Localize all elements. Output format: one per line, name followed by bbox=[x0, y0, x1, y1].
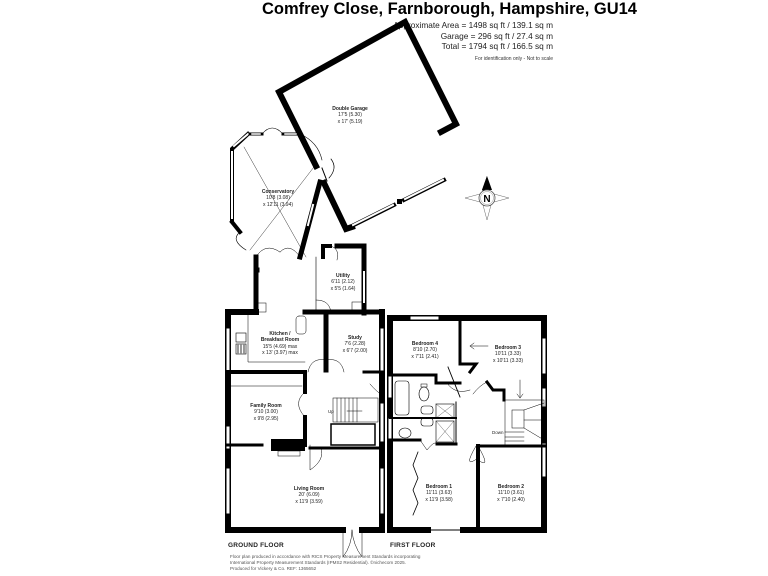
room-family-room: Family Room 9'10 (3.00) x 9'8 (2.95) bbox=[250, 403, 282, 422]
svg-text:N: N bbox=[483, 194, 490, 205]
page-title: Comfrey Close, Farnborough, Hampshire, G… bbox=[262, 0, 637, 18]
stairs-up-label: Up bbox=[328, 409, 334, 414]
room-study: Study 7'6 (2.28) x 6'7 (2.00) bbox=[342, 335, 368, 354]
footer-credits: Floor plan produced in accordance with R… bbox=[230, 554, 421, 571]
stairs-down-label: Down bbox=[492, 430, 504, 435]
ground-floor-walls bbox=[225, 243, 385, 558]
total-area: Total = 1794 sq ft / 166.5 sq m bbox=[441, 41, 553, 51]
room-bedroom-1: Bedroom 1 11'11 (3.63) x 11'9 (3.58) bbox=[425, 484, 453, 503]
conservatory-walls bbox=[229, 127, 323, 258]
north-compass-icon: N bbox=[464, 176, 510, 221]
approximate-area: Approximate Area = 1498 sq ft / 139.1 sq… bbox=[393, 20, 553, 30]
room-living-room: Living Room 20' (6.09) x 11'9 (3.59) bbox=[293, 486, 325, 505]
first-floor-walls bbox=[387, 315, 547, 533]
area-summary: Approximate Area = 1498 sq ft / 139.1 sq… bbox=[393, 20, 553, 64]
room-utility: Utility 6'11 (2.12) x 5'5 (1.64) bbox=[330, 273, 356, 292]
garage-area: Garage = 296 sq ft / 27.4 sq m bbox=[440, 30, 553, 41]
disclaimer: For identification only - Not to scale bbox=[474, 55, 553, 62]
garage-walls bbox=[275, 17, 460, 233]
ground-floor-label: GROUND FLOOR bbox=[228, 542, 284, 549]
room-bedroom-4: Bedroom 4 8'10 (2.70) x 7'11 (2.41) bbox=[411, 341, 439, 360]
room-kitchen-breakfast: Kitchen / Breakfast Room 15'5 (4.69) max… bbox=[260, 331, 300, 356]
room-conservatory: Conservatory 10'8 (3.08) x 12'11 (3.94) bbox=[261, 189, 295, 208]
room-bedroom-3: Bedroom 3 10'11 (3.33) x 10'11 (3.33) bbox=[492, 345, 524, 364]
first-floor-label: FIRST FLOOR bbox=[390, 542, 436, 549]
room-bedroom-2: Bedroom 2 11'10 (3.61) x 7'10 (2.40) bbox=[497, 484, 525, 503]
room-double-garage: Double Garage 17'5 (5.30) x 17' (5.19) bbox=[332, 106, 368, 125]
